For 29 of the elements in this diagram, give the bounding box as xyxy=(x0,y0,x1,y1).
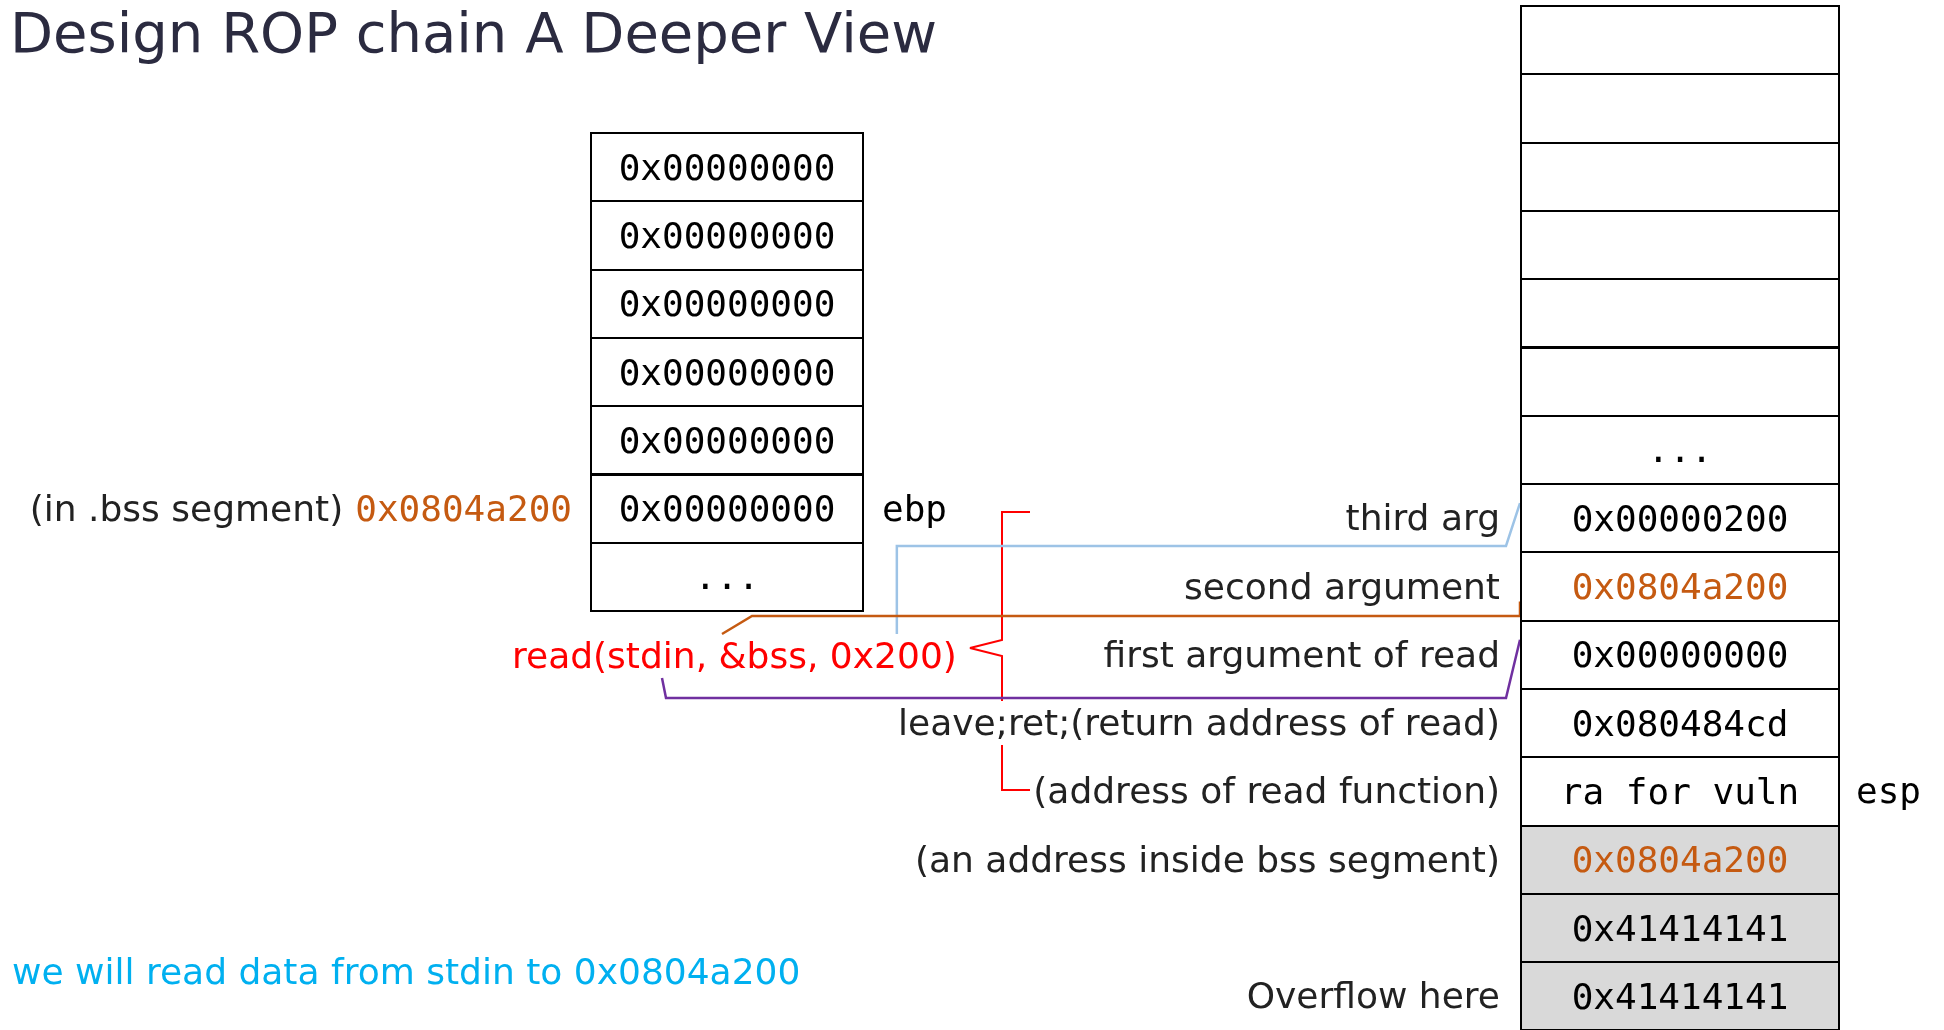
empty-stack-cell xyxy=(1520,346,1840,417)
stack-cell: 0x00000000 xyxy=(590,268,864,339)
stack-cell: 0x00000000 xyxy=(590,405,864,476)
empty-stack-cell xyxy=(1520,278,1840,349)
stack-cell: 0x00000000 xyxy=(590,200,864,271)
slot-description: leave;ret;(return address of read) xyxy=(898,701,1500,746)
stack-cell: 0x00000000 xyxy=(1520,619,1840,690)
function-call-text: read(stdin, &bss, 0x200) xyxy=(512,634,957,678)
empty-stack-cell xyxy=(1520,5,1840,76)
stack-cell: 0x00000000 xyxy=(590,336,864,408)
stack-cell: ... xyxy=(590,541,864,613)
annotation-line xyxy=(895,502,1522,634)
stack-cell: 0x00000000 xyxy=(590,473,864,544)
stack-cell: 0x00000000 xyxy=(590,132,864,203)
empty-stack-cell xyxy=(1520,209,1840,281)
empty-stack-cell xyxy=(1520,73,1840,144)
annotation-line xyxy=(721,601,1522,636)
stack-cell: ... xyxy=(1520,414,1840,486)
empty-stack-cell xyxy=(1520,141,1840,212)
stack-cell: 0x41414141 xyxy=(1520,892,1840,964)
stack-cell: 0x0804a200 xyxy=(1520,551,1840,622)
stack-cell: ra for vuln xyxy=(1520,756,1840,827)
note-text: we will read data from stdin to 0x0804a200 xyxy=(12,950,801,994)
slide-title: Design ROP chain A Deeper View xyxy=(10,0,937,65)
stack-cell: 0x080484cd xyxy=(1520,688,1840,759)
stack-cell: 0x00000200 xyxy=(1520,483,1840,554)
stack-cell: 0x41414141 xyxy=(1520,961,1840,1030)
annotation-line xyxy=(660,639,1522,700)
stack-cell: 0x0804a200 xyxy=(1520,824,1840,895)
